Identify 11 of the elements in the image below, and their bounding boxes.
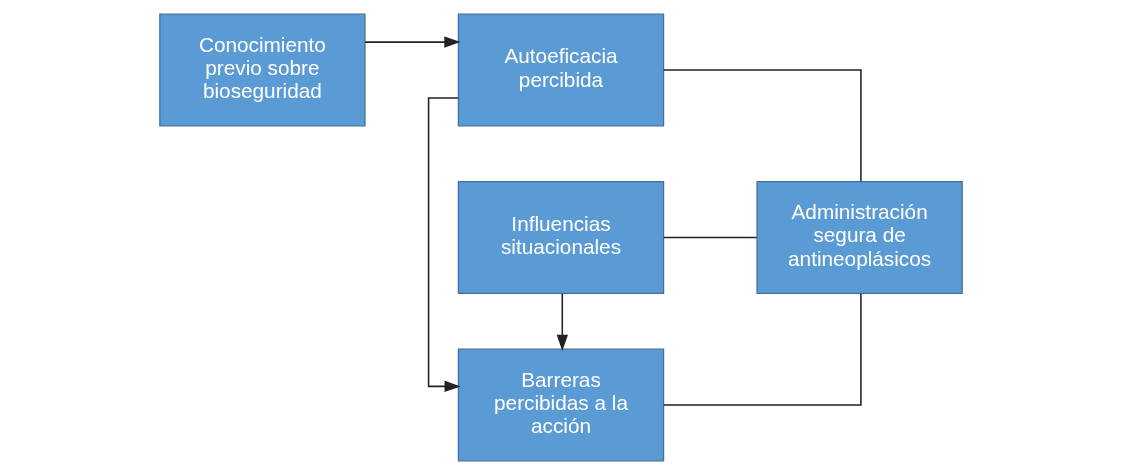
connector [662, 292, 862, 406]
node-box: Influencias situacionales [457, 180, 664, 294]
connector [662, 68, 862, 182]
arrow [363, 35, 460, 48]
arrow [427, 96, 461, 392]
node-box: Conocimiento previo sobre bioseguridad [158, 13, 366, 126]
node-box: Administración segura de antineoplásicos [755, 180, 963, 294]
arrow [556, 292, 568, 351]
node-box: Barreras percibidas a la acción [457, 348, 664, 461]
connector [662, 236, 757, 238]
node-box: Autoeficacia percibida [457, 13, 664, 126]
